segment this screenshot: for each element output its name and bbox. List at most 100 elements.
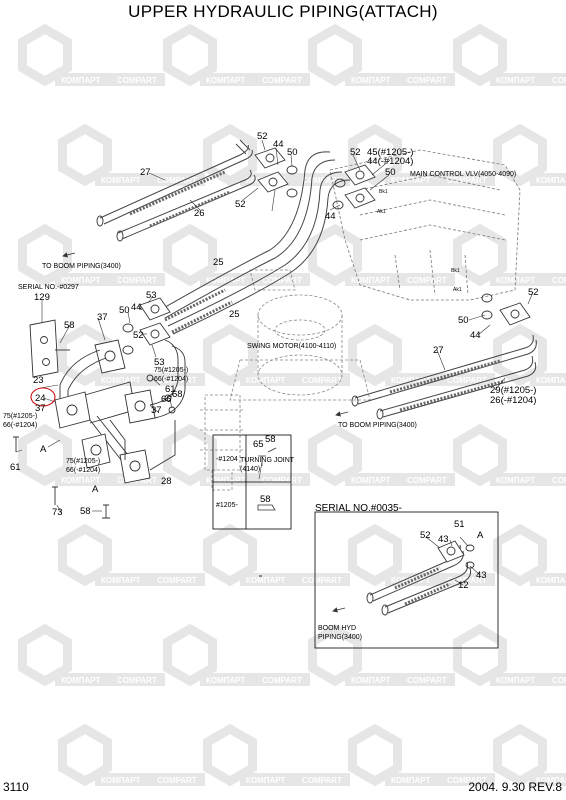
watermark-text: КОМПАРТ [536, 576, 566, 585]
watermark-text: КОМПАРТ [496, 676, 536, 685]
watermark-banner [55, 673, 165, 686]
watermark-banner [240, 373, 350, 386]
option-label-1204: -#1204 [216, 456, 238, 463]
leader-lines [15, 139, 534, 586]
part-label-52: 52 [420, 530, 431, 541]
watermark-text: КОМПАРТ [101, 376, 141, 385]
watermark-logo [308, 23, 362, 87]
watermark-banner [490, 673, 566, 686]
watermark-text: COMPART [302, 376, 342, 385]
watermark-logo [308, 423, 362, 487]
part-label-73: 73 [52, 507, 63, 518]
part-label-52: 52 [257, 131, 268, 142]
page-title: UPPER HYDRAULIC PIPING(ATTACH) [128, 2, 438, 21]
watermark-text: COMPART [157, 176, 197, 185]
part-label-75-note: 75(#1205-) [154, 367, 188, 374]
watermark-logo [58, 523, 112, 587]
watermark-text: КОМПАРТ [536, 776, 566, 785]
part-label-51: 51 [454, 519, 465, 530]
watermark-text: COMPART [552, 476, 566, 485]
watermark-text: COMPART [117, 676, 157, 685]
watermark-text: COMPART [407, 276, 447, 285]
watermark-text: КОМПАРТ [496, 76, 536, 85]
part-label-52: 52 [133, 330, 144, 341]
left-manifold-assembly [29, 319, 186, 484]
watermark-logo [203, 723, 257, 787]
part-label-37: 37 [97, 312, 108, 323]
watermark-banner [530, 573, 566, 586]
watermark-banner [240, 773, 350, 786]
watermark-text: КОМПАРТ [536, 176, 566, 185]
watermark-banner [95, 773, 205, 786]
watermark-text: КОМПАРТ [391, 376, 431, 385]
caption-boom-hyd-code: PIPING(3400) [318, 634, 362, 641]
watermark-banner [55, 73, 165, 86]
watermark-text: КОМПАРТ [496, 276, 536, 285]
watermark-text: КОМПАРТ [351, 76, 391, 85]
caption-turning-joint-code: (4140) [240, 466, 260, 473]
flange-group-left [122, 297, 171, 355]
part-label-52: 52 [528, 287, 539, 298]
watermark-logo [18, 623, 72, 687]
part-label-129: 129 [34, 292, 50, 303]
part-label-61: 61 [165, 384, 176, 395]
watermark-text: COMPART [262, 476, 302, 485]
caption-swing-motor: SWING MOTOR(4100-4110) [247, 343, 336, 350]
watermark-banner [530, 373, 566, 386]
watermark-text: COMPART [447, 176, 487, 185]
option-label-1205: #1205- [216, 502, 238, 509]
watermark-text: COMPART [447, 376, 487, 385]
swing-motor [229, 269, 371, 401]
watermark-logo [493, 123, 547, 187]
watermark-text: КОМПАРТ [246, 776, 286, 785]
watermark-text: COMPART [447, 576, 487, 585]
watermark-logo [203, 123, 257, 187]
watermark-text: КОМПАРТ [246, 376, 286, 385]
watermark-logo [58, 723, 112, 787]
page-code: 3110 [3, 780, 29, 794]
part-label-44: 44 [325, 211, 336, 222]
watermark-logo [18, 223, 72, 287]
watermark-logo [18, 423, 72, 487]
watermark-text: COMPART [407, 476, 447, 485]
watermark-banner [200, 673, 310, 686]
flange-group-right [481, 293, 531, 326]
part-label-50: 50 [287, 147, 298, 158]
flange-group-top [254, 147, 376, 210]
watermark-text: КОМПАРТ [206, 676, 246, 685]
port-label: Ak1 [453, 287, 462, 293]
part-label-75-note: 75(#1205-) [3, 413, 37, 420]
part-labels: 52 44 50 52 45(#1205-) 44(-#1204) 50 27 … [3, 131, 539, 591]
watermark-text: КОМПАРТ [206, 476, 246, 485]
part-label-52: 52 [350, 147, 361, 158]
flow-arrows [62, 252, 349, 613]
part-label-66-note: 66(-#1204) [154, 376, 188, 383]
watermark-text: КОМПАРТ [391, 776, 431, 785]
watermark-text: КОМПАРТ [61, 276, 101, 285]
watermark-text: COMPART [302, 576, 342, 585]
watermark-banner [530, 173, 566, 186]
part-label-27: 27 [433, 345, 444, 356]
part-label-44: 44 [273, 139, 284, 150]
caption-main-control-vlv: MAIN CONTROL VLV(4050-4090) [410, 171, 516, 178]
watermark-text: COMPART [552, 676, 566, 685]
part-label-25: 25 [229, 309, 240, 320]
watermark-banner [345, 273, 455, 286]
watermark-logo [453, 23, 507, 87]
watermark-logo [348, 123, 402, 187]
port-label: Bk1 [451, 268, 460, 274]
watermark-logo [308, 623, 362, 687]
caption-to-boom-piping: TO BOOM PIPING(3400) [338, 422, 417, 429]
part-label-50: 50 [458, 315, 469, 326]
part-label-43: 43 [476, 570, 487, 581]
part-label-37: 37 [151, 405, 162, 416]
turning-joint [200, 394, 245, 491]
part-label-66: 66 [161, 394, 172, 405]
part-label-58: 58 [260, 494, 271, 505]
part-label-37: 37 [35, 403, 46, 414]
pipe-25 [159, 151, 351, 335]
part-label-44: 44 [470, 330, 481, 341]
watermark-text: КОМПАРТ [351, 676, 391, 685]
watermark-banner [490, 73, 566, 86]
